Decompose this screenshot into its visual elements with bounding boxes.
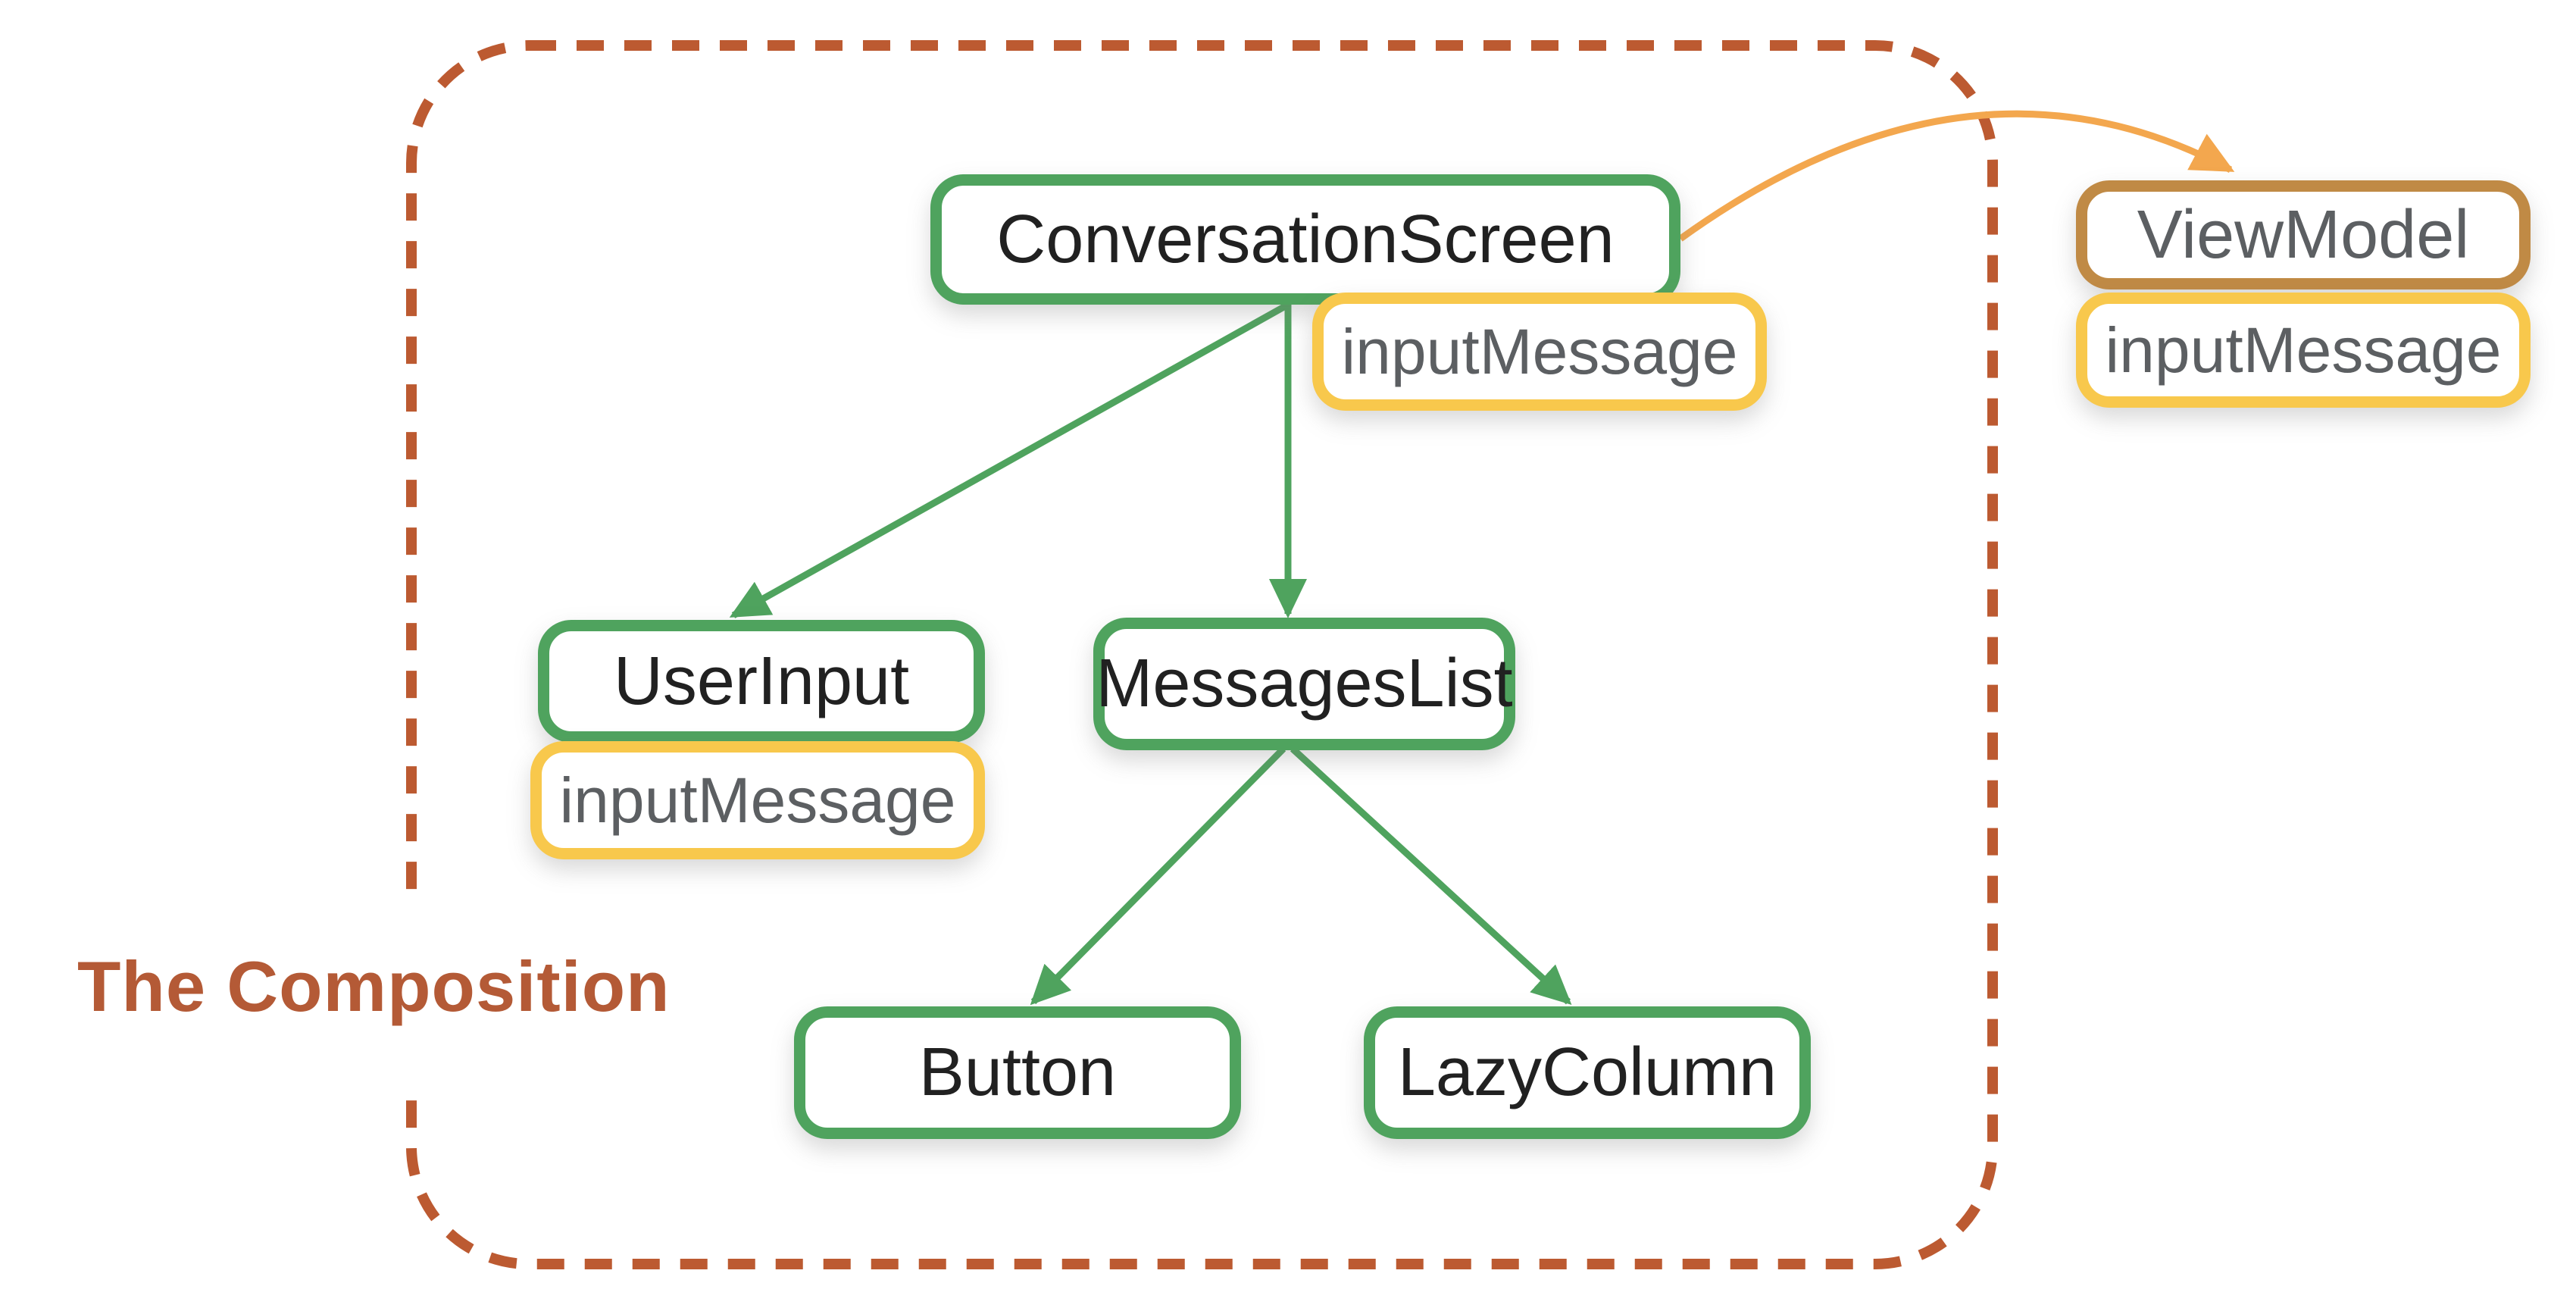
composition-boundary bbox=[406, 40, 1998, 1269]
node-conversation-input-message-label: inputMessage bbox=[1341, 315, 1738, 387]
edge-conversationscreen-userinput bbox=[729, 302, 1290, 618]
node-messages-list: MessagesList bbox=[1093, 618, 1515, 750]
node-conversation-screen-label: ConversationScreen bbox=[996, 201, 1615, 277]
node-user-input: UserInput bbox=[538, 620, 985, 743]
edge-conversationscreen-viewmodel bbox=[1678, 110, 2235, 242]
node-user-input-input-message-label: inputMessage bbox=[559, 764, 956, 836]
node-view-model-label: ViewModel bbox=[2137, 196, 2470, 273]
node-button-label: Button bbox=[918, 1034, 1117, 1110]
node-button: Button bbox=[794, 1006, 1241, 1139]
node-view-model-input-message-label: inputMessage bbox=[2105, 314, 2502, 386]
node-conversation-input-message: inputMessage bbox=[1312, 293, 1767, 411]
node-messages-list-label: MessagesList bbox=[1096, 646, 1513, 721]
node-lazy-column-label: LazyColumn bbox=[1397, 1034, 1777, 1110]
composition-title: The Composition bbox=[53, 893, 670, 1081]
node-user-input-input-message: inputMessage bbox=[530, 741, 985, 859]
edge-messageslist-lazycolumn bbox=[1290, 746, 1572, 1006]
node-conversation-screen: ConversationScreen bbox=[930, 174, 1680, 305]
node-view-model: ViewModel bbox=[2076, 180, 2531, 289]
node-view-model-input-message: inputMessage bbox=[2076, 293, 2531, 408]
node-lazy-column: LazyColumn bbox=[1364, 1006, 1811, 1139]
node-user-input-label: UserInput bbox=[613, 643, 910, 719]
edge-messageslist-button bbox=[1030, 746, 1286, 1006]
